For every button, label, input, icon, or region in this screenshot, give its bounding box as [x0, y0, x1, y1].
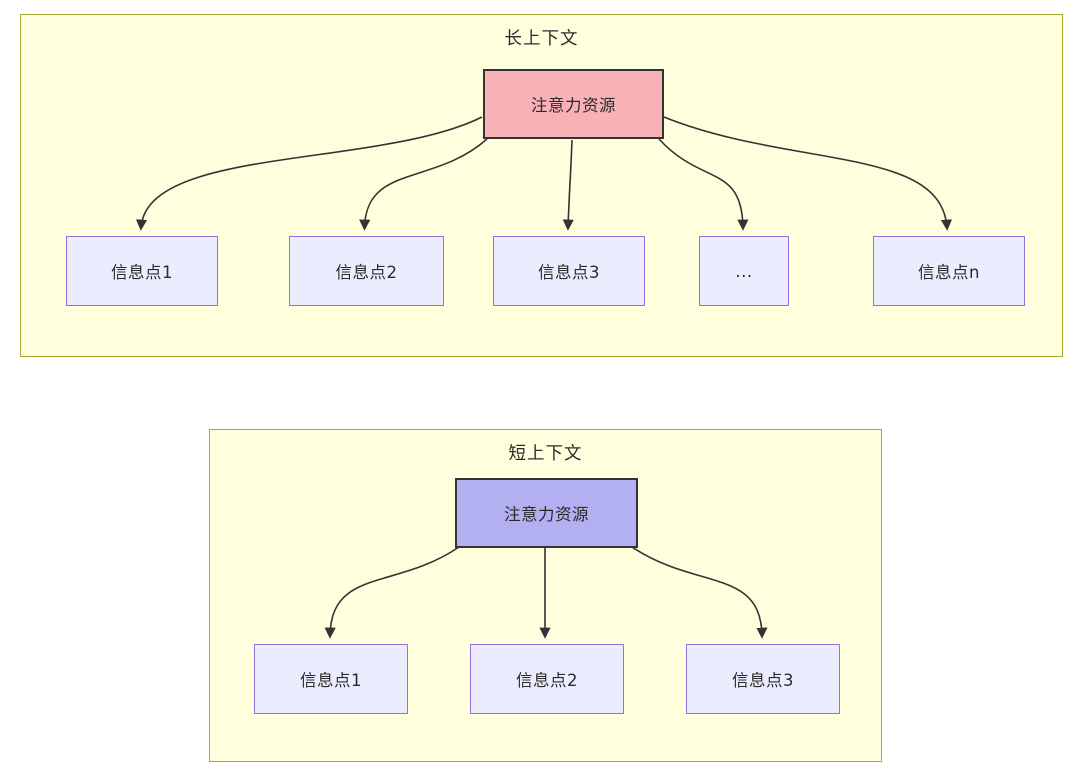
node-label: 信息点3: [538, 263, 600, 282]
node-info-point-ellipsis-long: ...: [699, 236, 789, 306]
node-label: 信息点3: [732, 671, 794, 690]
node-attention-resource-short: 注意力资源: [455, 478, 638, 548]
node-label: ...: [735, 261, 753, 281]
node-info-point-n-long: 信息点n: [873, 236, 1025, 306]
panel-short-context: 短上下文 注意力资源 信息点1 信息点2 信息点3: [209, 429, 882, 762]
node-info-point-3-long: 信息点3: [493, 236, 645, 306]
panel-long-context: 长上下文 注意力资源 信息点1 信息点2 信息点3 ... 信息点n: [20, 14, 1063, 357]
node-info-point-1-short: 信息点1: [254, 644, 408, 714]
node-label: 信息点2: [335, 263, 398, 282]
node-info-point-2-long: 信息点2: [289, 236, 444, 306]
node-label: 信息点n: [918, 263, 980, 282]
node-info-point-3-short: 信息点3: [686, 644, 840, 714]
node-label: 信息点2: [516, 671, 578, 690]
node-info-point-2-short: 信息点2: [470, 644, 624, 714]
node-info-point-1-long: 信息点1: [66, 236, 218, 306]
node-label: 注意力资源: [531, 96, 616, 115]
node-label: 信息点1: [300, 671, 362, 690]
panel-title-long: 长上下文: [504, 29, 579, 49]
panel-title-short: 短上下文: [508, 444, 583, 464]
node-label: 信息点1: [111, 263, 173, 282]
node-attention-resource-long: 注意力资源: [483, 69, 664, 139]
node-label: 注意力资源: [504, 505, 589, 524]
